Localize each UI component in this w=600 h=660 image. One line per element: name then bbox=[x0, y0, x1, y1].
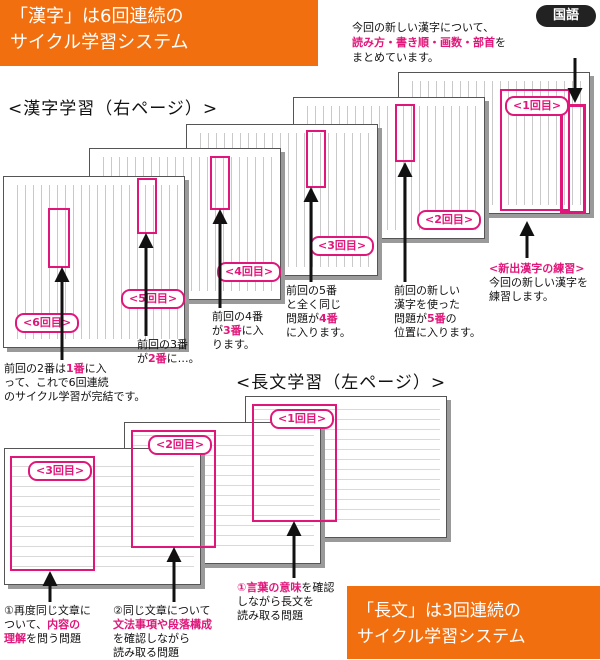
note-round3-highlight: 4番 bbox=[319, 312, 338, 325]
kanji-label-round1: <1回目> bbox=[505, 96, 570, 116]
note-round3-line2: と全く同じ bbox=[286, 298, 341, 311]
long-note2-line1: ②同じ文章について bbox=[113, 604, 211, 617]
note-round5-line2a: が bbox=[137, 352, 148, 365]
kanji-label-round5: <5回目> bbox=[121, 289, 186, 309]
new-kanji-line2: 練習します。 bbox=[489, 290, 554, 303]
long-note3-line1: ①再度同じ文章に bbox=[4, 604, 91, 617]
note-round3-line3a: 問題が bbox=[286, 312, 319, 325]
note-new-kanji: <新出漢字の練習> 今回の新しい漢字を 練習します。 bbox=[489, 262, 599, 304]
note-round6: 前回の2番は1番に入 って、これで6回連続 のサイクル学習が完結です。 bbox=[4, 362, 174, 404]
kanji-section-title: <漢字学習（右ページ）> bbox=[8, 99, 219, 119]
top-title-line2: サイクル学習システム bbox=[10, 32, 189, 53]
long-note3-highlight-b: 理解 bbox=[4, 632, 26, 645]
long-section-title: <長文学習（左ページ）> bbox=[236, 373, 447, 393]
long-note-round1: ①言葉の意味を確認 しながら長文を 読み取る問題 bbox=[237, 581, 347, 623]
note-round5-highlight: 2番 bbox=[148, 352, 167, 365]
note-round2-line3a: 問題が bbox=[394, 312, 427, 325]
note-round2-line1: 前回の新しい bbox=[394, 284, 460, 297]
long-note3-highlight-a: 内容の bbox=[47, 618, 81, 631]
bottom-title-line1: 「長文」は3回連続の bbox=[357, 601, 521, 621]
long-note2-highlight: 文法事項や段落構成 bbox=[113, 618, 212, 631]
long-note3-line2a: ついて、 bbox=[4, 618, 48, 631]
note-round3-line1: 前回の5番 bbox=[286, 284, 337, 297]
top-title-line1: 「漢字」は6回連続の bbox=[10, 6, 184, 27]
long-note1-line2: しながら長文を bbox=[237, 595, 314, 608]
highlight-box-round1 bbox=[500, 89, 570, 211]
long-note1-highlight: ①言葉の意味 bbox=[237, 581, 302, 594]
kanji-label-round4: <4回目> bbox=[217, 262, 282, 282]
note-round6-highlight: 1番 bbox=[66, 362, 85, 375]
note-round4: 前回の4番 が3番に入 ります。 bbox=[212, 310, 292, 352]
new-kanji-title: <新出漢字の練習> bbox=[489, 262, 585, 275]
note-round5-line1: 前回の3番 bbox=[137, 338, 188, 351]
long-note1-line1b: を確認 bbox=[301, 581, 335, 594]
long-label-round2: <2回目> bbox=[148, 435, 213, 455]
new-kanji-line1: 今回の新しい漢字を bbox=[489, 276, 588, 289]
note-round2-line3b: の bbox=[445, 312, 457, 325]
note-round6-line3: のサイクル学習が完結です。 bbox=[4, 390, 146, 403]
note-round6-line1b: に入 bbox=[84, 362, 107, 375]
kanji-label-round2: <2回目> bbox=[417, 210, 482, 230]
subject-badge: 国語 bbox=[536, 5, 596, 27]
intro-line2-rest: を bbox=[495, 36, 506, 49]
note-round3: 前回の5番 と全く同じ 問題が4番 に入ります。 bbox=[286, 284, 381, 340]
top-title-banner: 「漢字」は6回連続の サイクル学習システム bbox=[0, 0, 318, 66]
intro-note: 今回の新しい漢字について、 読み方・書き順・画数・部首を まとめています。 bbox=[352, 20, 542, 65]
long-note2-line3: を確認しながら bbox=[113, 632, 190, 645]
note-round2-line2: 漢字を使った bbox=[394, 298, 460, 311]
long-label-round3: <3回目> bbox=[28, 461, 93, 481]
long-note2-line4: 読み取る問題 bbox=[113, 646, 179, 659]
note-round4-line3: ります。 bbox=[212, 338, 255, 351]
highlight-box-round2 bbox=[395, 104, 415, 162]
note-round5-line2b: に…。 bbox=[166, 352, 200, 365]
bottom-title-banner: 「長文」は3回連続の サイクル学習システム bbox=[347, 586, 600, 659]
note-round4-line2b: に入 bbox=[241, 324, 264, 337]
long-note3-line3b: を問う問題 bbox=[26, 632, 81, 645]
kanji-label-round3: <3回目> bbox=[310, 236, 375, 256]
long-label-round1: <1回目> bbox=[270, 409, 335, 429]
intro-line1: 今回の新しい漢字について、 bbox=[352, 21, 495, 34]
note-round4-line1: 前回の4番 bbox=[212, 310, 263, 323]
bottom-title-line2: サイクル学習システム bbox=[357, 627, 526, 647]
long-note1-line3: 読み取る問題 bbox=[237, 609, 303, 622]
long-note-round3: ①再度同じ文章に ついて、内容の 理解を問う問題 bbox=[4, 604, 114, 646]
note-round5: 前回の3番 が2番に…。 bbox=[137, 338, 217, 366]
note-round2-highlight: 5番 bbox=[427, 312, 446, 325]
intro-line3: まとめています。 bbox=[352, 51, 439, 64]
note-round3-line4: に入ります。 bbox=[286, 326, 351, 339]
note-round4-highlight: 3番 bbox=[223, 324, 242, 337]
highlight-box-newkanji bbox=[560, 104, 586, 214]
intro-highlight: 読み方・書き順・画数・部首 bbox=[352, 36, 495, 49]
note-round2: 前回の新しい 漢字を使った 問題が5番の 位置に入ります。 bbox=[394, 284, 494, 340]
long-highlight-round3 bbox=[10, 456, 95, 571]
long-note-round2: ②同じ文章について 文法事項や段落構成 を確認しながら 読み取る問題 bbox=[113, 604, 243, 660]
note-round6-line2: って、これで6回連続 bbox=[4, 376, 109, 389]
note-round6-line1a: 前回の2番は bbox=[4, 362, 66, 375]
note-round2-line4: 位置に入ります。 bbox=[394, 326, 481, 339]
long-sheet-round1 bbox=[245, 396, 447, 538]
note-round4-line2a: が bbox=[212, 324, 223, 337]
